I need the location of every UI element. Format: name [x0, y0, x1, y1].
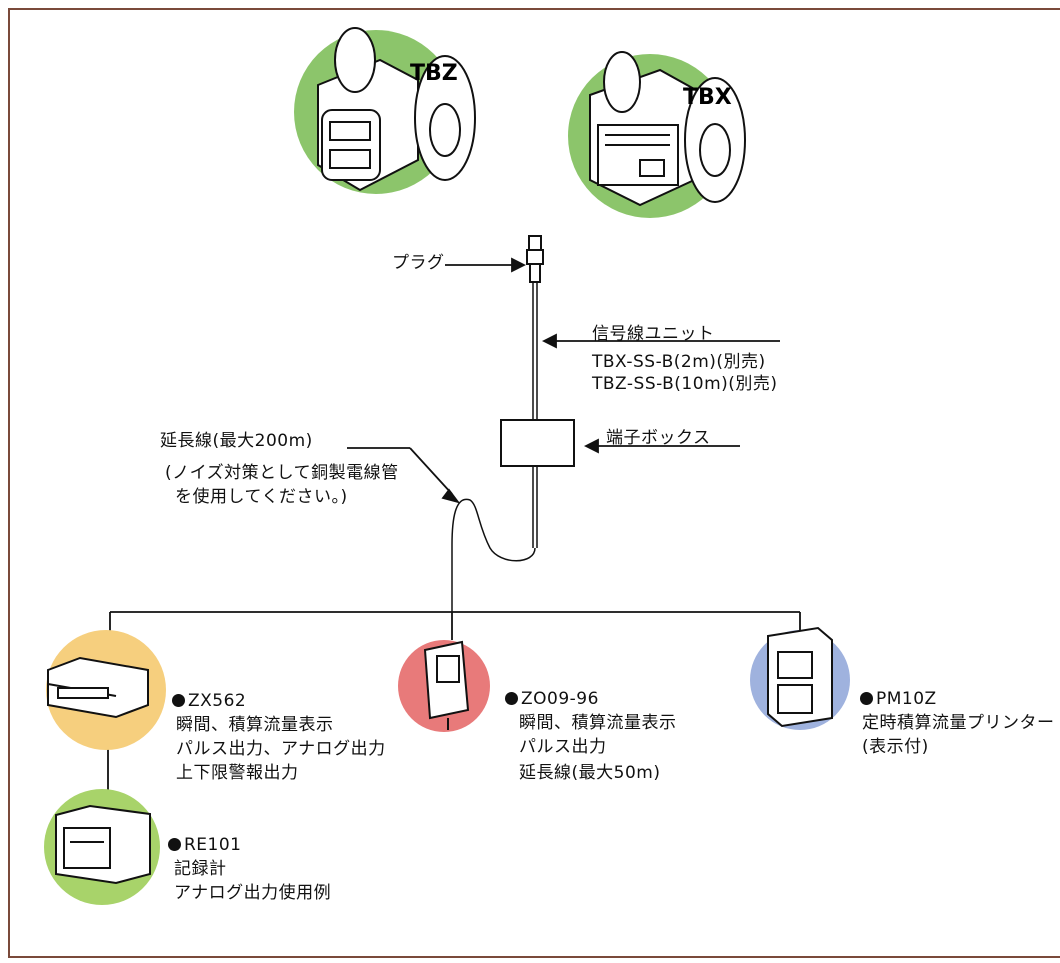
zx562-line2: パルス出力、アナログ出力 — [176, 739, 386, 759]
extension-title: 延長線(最大200m) — [160, 431, 313, 451]
bullet-icon — [505, 692, 518, 705]
zx562-line3: 上下限警報出力 — [176, 763, 299, 783]
zx562-line1: 瞬間、積算流量表示 — [176, 715, 334, 735]
tbz-tag: TBZ — [410, 61, 458, 86]
signal-unit-title: 信号線ユニット — [592, 324, 715, 344]
pm10z-line1: 定時積算流量プリンター — [862, 713, 1055, 733]
re101-line2: アナログ出力使用例 — [174, 883, 332, 903]
tbz-meter — [294, 27, 476, 194]
zo09-line3: 延長線(最大50m) — [519, 763, 661, 783]
terminal-box — [500, 419, 575, 467]
zo09-line2: パルス出力 — [519, 737, 607, 757]
bullet-icon — [172, 694, 185, 707]
extension-note2: を使用してください。) — [175, 487, 348, 507]
pm10z-line2: (表示付) — [862, 737, 929, 757]
re101-model-text: RE101 — [184, 835, 242, 855]
zo09-model: ZO09-96 — [505, 688, 599, 710]
re101-model: RE101 — [168, 834, 242, 856]
signal-unit-line1: TBX-SS-B(2m)(別売) — [592, 352, 766, 372]
re101-line1: 記録計 — [174, 859, 227, 879]
re101-device — [44, 789, 160, 905]
zo09-line1: 瞬間、積算流量表示 — [519, 713, 677, 733]
tbx-tag: TBX — [683, 85, 732, 110]
zo09-model-text: ZO09-96 — [521, 689, 599, 709]
zo09-device — [398, 640, 490, 732]
pm10z-model: PM10Z — [860, 688, 937, 710]
zx562-device — [46, 630, 166, 750]
extension-note1: (ノイズ対策として銅製電線管 — [165, 463, 399, 483]
diagram-frame — [8, 8, 1060, 958]
signal-unit-line2: TBZ-SS-B(10m)(別売) — [592, 374, 778, 394]
tbx-meter — [568, 51, 746, 218]
pm10z-device — [750, 626, 850, 730]
zx562-model-text: ZX562 — [188, 691, 247, 711]
zx562-model: ZX562 — [172, 690, 246, 712]
plug-connector — [526, 235, 544, 283]
bullet-icon — [860, 692, 873, 705]
plug-label: プラグ — [392, 253, 445, 273]
terminal-box-label: 端子ボックス — [606, 428, 711, 448]
bullet-icon — [168, 838, 181, 851]
pm10z-model-text: PM10Z — [876, 689, 937, 709]
